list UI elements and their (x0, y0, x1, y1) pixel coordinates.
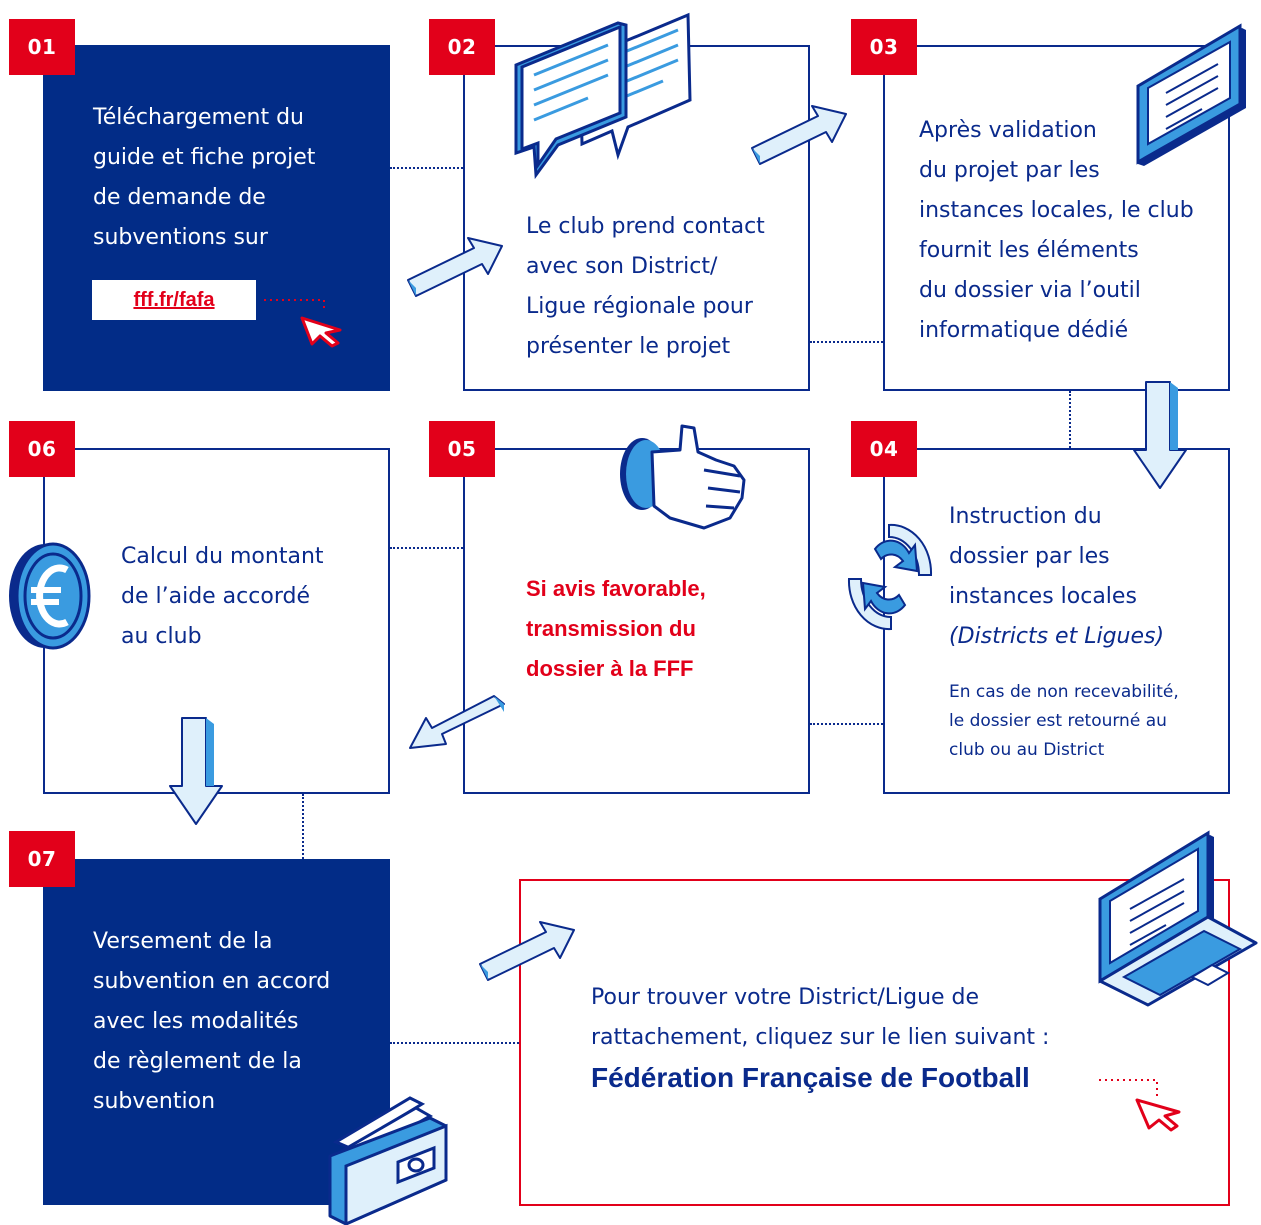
step-01-number: 01 (9, 19, 75, 75)
step-01-text: Téléchargement du guide et fiche projet … (93, 105, 316, 250)
step-02-text: Le club prend contact avec son District/… (526, 214, 765, 359)
thumbs-up-icon (620, 424, 746, 530)
step-03-text: Après validation du projet par les insta… (919, 118, 1194, 343)
step-01-box (43, 45, 390, 391)
step-05-text: Si avis favorable, transmission du dossi… (526, 576, 706, 681)
cursor-icon (264, 299, 342, 348)
step-07-number: 07 (9, 831, 75, 887)
refresh-icon (847, 523, 933, 631)
connector-02-03 (810, 341, 883, 343)
euro-coin-icon (9, 542, 91, 650)
step-04-number: 04 (851, 421, 917, 477)
connector-06-07 (302, 794, 304, 859)
fff-link[interactable]: Fédération Française de Football (591, 1062, 1030, 1093)
tablet-icon (1136, 23, 1246, 166)
step-04-text: Instruction du dossier par les instances… (949, 504, 1165, 649)
connector-03-04 (1069, 391, 1071, 448)
step-05-number: 05 (429, 421, 495, 477)
laptop-icon (1098, 830, 1258, 1007)
arrow-icon (751, 105, 847, 165)
step-06-box (43, 448, 390, 794)
wallet-icon (328, 1096, 448, 1225)
connector-07-info (390, 1042, 519, 1044)
fafa-link[interactable]: fff.fr/fafa (92, 280, 256, 320)
connector-01-02 (390, 167, 463, 169)
step-04-note: En cas de non recevabilité, le dossier e… (949, 682, 1179, 760)
arrow-icon (409, 695, 505, 749)
arrow-icon (479, 921, 575, 981)
step-06-number: 06 (9, 421, 75, 477)
chat-bubbles-icon (514, 12, 692, 180)
step-07-text: Versement de la subvention en accord ave… (93, 929, 331, 1114)
step-02-number: 02 (429, 19, 495, 75)
arrow-icon (169, 717, 223, 825)
connector-04-05 (810, 723, 883, 725)
step-07-box (43, 859, 390, 1205)
info-text: Pour trouver votre District/Ligue de rat… (591, 985, 1050, 1050)
step-03-number: 03 (851, 19, 917, 75)
info-cursor-icon (1099, 1079, 1181, 1132)
arrow-icon (407, 237, 503, 297)
arrow-icon (1133, 381, 1187, 489)
connector-05-06 (390, 547, 463, 549)
step-06-text: Calcul du montant de l’aide accordé au c… (121, 544, 324, 649)
